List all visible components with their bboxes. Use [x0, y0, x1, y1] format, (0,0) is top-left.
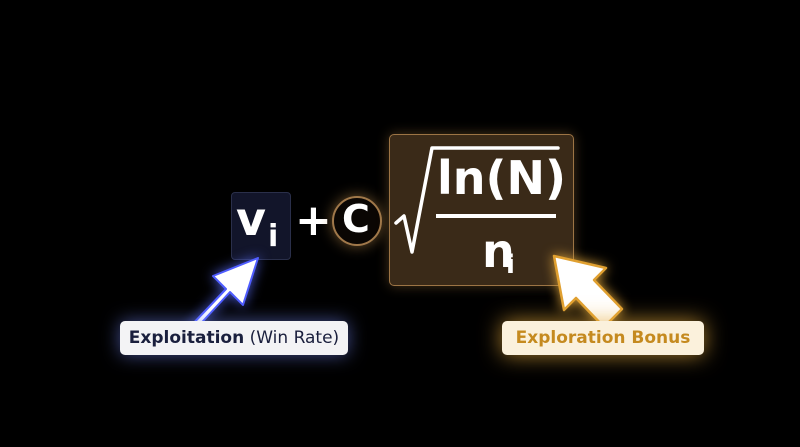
exploitation-label-main: Exploitation: [128, 328, 245, 348]
exploitation-term-box: [231, 192, 291, 260]
exploitation-label-note: (Win Rate): [249, 328, 340, 348]
denominator-subscript: i: [506, 250, 515, 280]
constant-symbol: C: [342, 197, 370, 241]
fraction-numerator: ln(N): [437, 151, 567, 205]
constant-circle: [332, 196, 382, 246]
exploration-label: Exploration Bonus: [502, 321, 704, 355]
denominator-symbol: n: [482, 224, 515, 278]
fraction-bar: [436, 214, 556, 218]
square-root-icon: [394, 146, 560, 254]
exploitation-label: Exploitation (Win Rate): [120, 321, 348, 355]
value-subscript: i: [268, 219, 279, 254]
plus-sign: +: [295, 195, 332, 246]
arrow-up-left-icon: [552, 254, 624, 329]
value-symbol: v: [236, 192, 266, 246]
exploration-term-box: [389, 134, 574, 286]
